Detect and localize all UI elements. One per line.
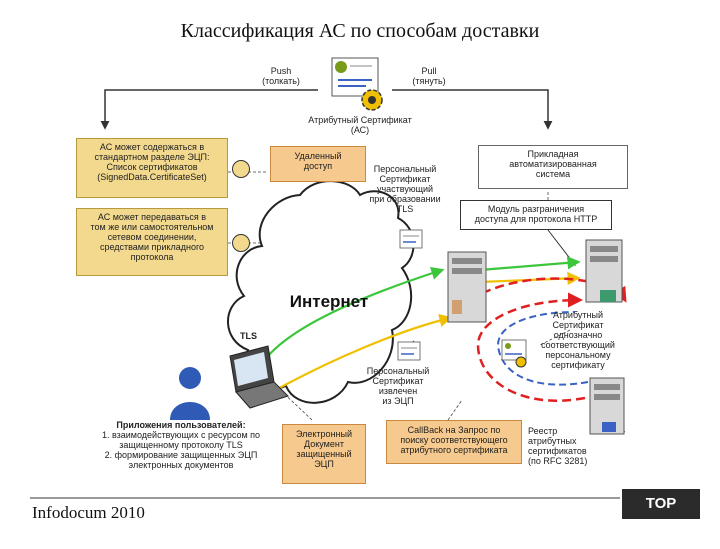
note-pin-2: [232, 234, 250, 252]
attr-cert-match-label: Атрибутный Сертификат однозначно соответ…: [541, 310, 615, 370]
green-flow-main: [267, 266, 445, 357]
callback-box: CallBack на Запрос по поиску соответству…: [386, 420, 522, 464]
personal-cert-ecp-icon: [397, 341, 421, 361]
push-label: Push(толкать): [262, 66, 300, 86]
personal-cert-tls-icon: [399, 229, 423, 249]
gear-icon: [361, 89, 383, 111]
user-icon: [170, 367, 210, 420]
user-apps-text: Приложения пользователей: 1. взаимодейст…: [92, 420, 270, 470]
e-document-box: Электронный Документ защищенный ЭЦП: [282, 424, 366, 484]
personal-cert-tls-label: Персональный Сертификат участвующий при …: [369, 164, 441, 214]
note-pin-1: [232, 160, 250, 178]
tls-label: TLS: [240, 331, 257, 341]
yellow-flow-main: [271, 314, 453, 393]
registry-label: Реестр атрибутных сертификатов (по RFC 3…: [528, 426, 588, 466]
red-dashed-outer: [469, 277, 627, 303]
pull-arrow: [392, 89, 553, 130]
personal-cert-ecp-label: Персональный Сертификат извлечен из ЭЦП: [366, 366, 430, 406]
pull-label: Pull(тянуть): [412, 66, 446, 86]
note-ac-signeddata: АС может содержаться в стандартном разде…: [76, 138, 228, 198]
page-title: Классификация АС по способам доставки: [180, 20, 540, 42]
blue-dashed-arc: [496, 311, 589, 386]
push-arrow: [100, 89, 318, 130]
internet-label: Интернет: [289, 292, 369, 311]
green-flow-top: [479, 256, 581, 272]
app-system-box: Прикладная автоматизированная система: [478, 145, 628, 189]
server-app: [585, 239, 623, 303]
user-apps-title: Приложения пользователей:: [116, 420, 246, 430]
attr-cert-match-icon: [501, 339, 527, 368]
server-center: [447, 251, 487, 323]
module-pointer: [547, 229, 576, 266]
topcross-logo: TOP CROSS: [622, 489, 700, 542]
footer-text: Infodocum 2010: [32, 503, 145, 522]
server-registry: [589, 377, 625, 435]
attr-cert-label: Атрибутный Сертификат(АС): [308, 115, 412, 135]
red-dashed-inner: [476, 292, 586, 402]
note-ac-same-layer: АС может передаваться в том же или самос…: [76, 208, 228, 276]
laptop-icon: [229, 345, 289, 409]
